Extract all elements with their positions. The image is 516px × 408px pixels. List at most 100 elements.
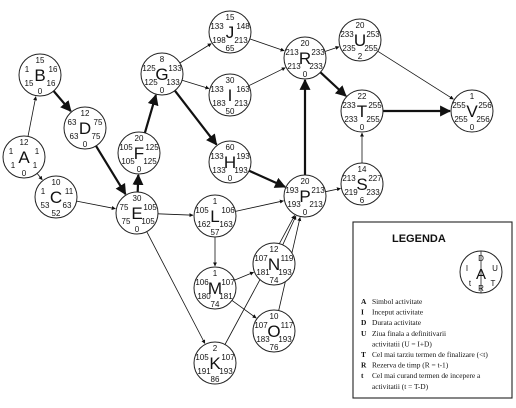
edge-m-to-n xyxy=(234,271,254,281)
node-circle xyxy=(252,309,296,353)
node-end: 1 xyxy=(35,147,40,156)
node-slack: 52 xyxy=(52,209,61,218)
node-latest-finish: 193 xyxy=(278,268,292,277)
node-end: 16 xyxy=(49,65,58,74)
node-symbol: D xyxy=(79,119,91,138)
node-duration: 22 xyxy=(358,92,367,101)
node-earliest-start: 219 xyxy=(344,188,358,197)
node-end: 117 xyxy=(281,321,294,330)
node-earliest-start: 183 xyxy=(256,335,270,344)
node-symbol: I xyxy=(228,86,233,105)
legend-key: I xyxy=(361,308,364,317)
node-end: 107 xyxy=(221,278,235,287)
edge-g-to-h xyxy=(173,89,218,146)
node-slack: 2 xyxy=(358,52,363,61)
node-start: 133 xyxy=(210,22,224,31)
edge-p-to-s xyxy=(325,187,341,193)
legend-sample-top: D xyxy=(478,254,484,263)
node-earliest-start: 105 xyxy=(121,157,135,166)
node-symbol: F xyxy=(134,144,144,163)
node-duration: 12 xyxy=(20,138,29,147)
node-end: 125 xyxy=(145,143,159,152)
node-start: 105 xyxy=(195,206,209,215)
node-symbol: G xyxy=(155,65,168,84)
node-circle xyxy=(338,18,382,62)
node-duration: 1 xyxy=(213,197,218,206)
node-earliest-start: 75 xyxy=(122,217,131,226)
node-circle xyxy=(340,162,384,206)
node-start: 133 xyxy=(210,152,224,161)
node-slack: 74 xyxy=(211,300,220,309)
node-duration: 2 xyxy=(213,344,218,353)
node-earliest-start: 183 xyxy=(212,99,226,108)
node-slack: 0 xyxy=(83,140,88,149)
legend-description: Cel mai curand termen de incepere a xyxy=(372,371,481,380)
node-latest-finish: 75 xyxy=(92,132,101,141)
node-slack: 50 xyxy=(226,107,235,116)
node-end: 107 xyxy=(221,353,235,362)
node-latest-finish: 193 xyxy=(278,335,292,344)
edge-a-to-c xyxy=(36,173,43,181)
node-latest-finish: 1 xyxy=(33,161,38,170)
legend-key: R xyxy=(361,361,367,370)
node-duration: 20 xyxy=(301,177,310,186)
node-circle xyxy=(2,135,46,179)
node-symbol: T xyxy=(357,102,367,121)
node-start: 1 xyxy=(9,147,14,156)
node-circle xyxy=(193,266,237,310)
node-earliest-start: 255 xyxy=(454,115,468,124)
edge-e-to-l xyxy=(157,213,194,218)
node-end: 193 xyxy=(236,152,250,161)
edge-b-to-d xyxy=(52,90,72,113)
node-end: 148 xyxy=(236,22,250,31)
node-circle xyxy=(283,174,327,218)
node-start: 233 xyxy=(342,101,356,110)
node-slack: 0 xyxy=(228,174,233,183)
node-symbol: E xyxy=(131,204,142,223)
edge-g-to-i xyxy=(181,79,210,90)
node-duration: 12 xyxy=(270,245,279,254)
node-latest-finish: 181 xyxy=(219,292,233,301)
node-slack: 0 xyxy=(135,225,140,234)
node-earliest-start: 235 xyxy=(342,44,356,53)
node-slack: 0 xyxy=(360,123,365,132)
node-start: 105 xyxy=(119,143,133,152)
node-end: 233 xyxy=(311,48,325,57)
node-duration: 15 xyxy=(36,56,45,65)
node-symbol: R xyxy=(299,49,311,68)
node-end: 11 xyxy=(65,187,74,196)
legend-description: Inceput activitate xyxy=(372,308,424,317)
node-latest-finish: 63 xyxy=(63,201,72,210)
node-symbol: A xyxy=(18,148,30,167)
legend-key: D xyxy=(361,318,366,327)
node-end: 75 xyxy=(94,118,103,127)
node-symbol: C xyxy=(50,188,62,207)
node-symbol: N xyxy=(268,255,280,274)
node-start: 255 xyxy=(452,101,466,110)
legend-key: t xyxy=(361,371,364,380)
node-earliest-start: 15 xyxy=(25,79,34,88)
node-start: 75 xyxy=(120,203,129,212)
node-circle xyxy=(450,89,494,133)
node-end: 256 xyxy=(478,101,492,110)
legend-sample-t-large: T xyxy=(491,279,496,288)
node-latest-finish: 163 xyxy=(219,220,233,229)
node-latest-finish: 255 xyxy=(366,115,380,124)
node-duration: 1 xyxy=(213,269,218,278)
node-duration: 10 xyxy=(52,178,61,187)
node-slack: 6 xyxy=(360,196,365,205)
node-latest-finish: 133 xyxy=(166,78,180,87)
node-duration: 8 xyxy=(160,55,165,64)
node-symbol: J xyxy=(226,23,235,42)
edge-i-to-r xyxy=(248,67,286,87)
node-circle xyxy=(117,131,161,175)
